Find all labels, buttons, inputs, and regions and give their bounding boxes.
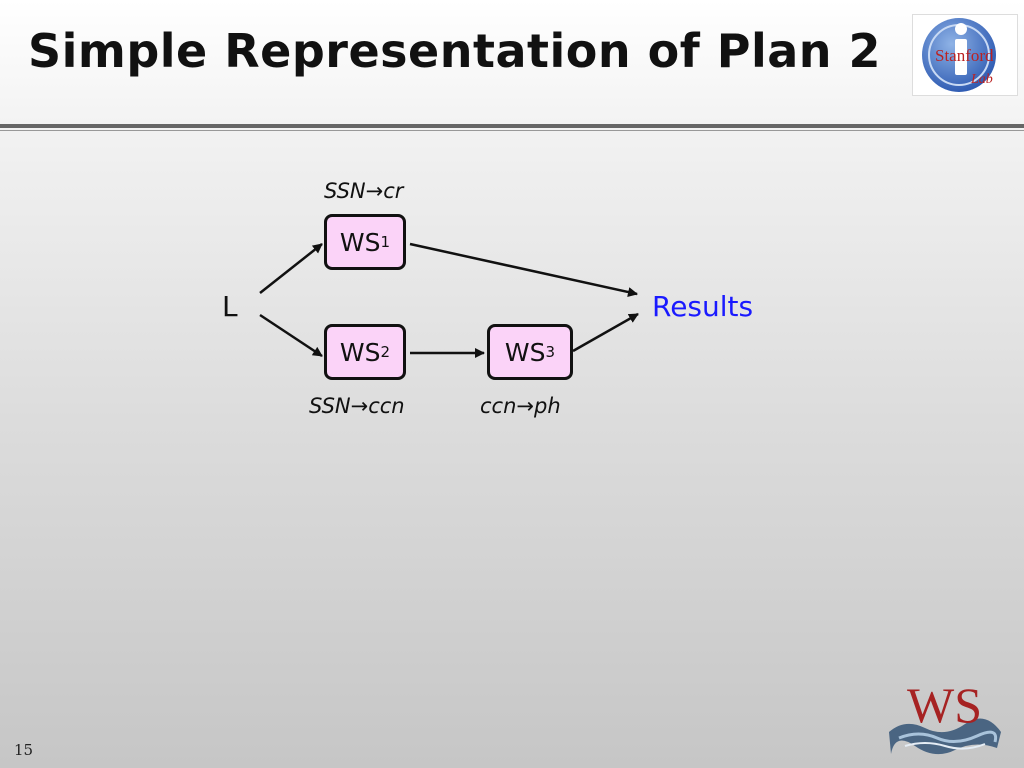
edge-WS3-Results xyxy=(572,312,639,353)
stanford-logo-icon: Stanford Lab xyxy=(922,18,996,92)
source-node-L: L xyxy=(222,290,238,323)
ws1-subscript: 1 xyxy=(380,233,391,251)
ws3-dependency-label: ccn→ph xyxy=(480,394,561,418)
ws3-subscript: 3 xyxy=(545,343,556,361)
ws3-base: WS xyxy=(504,337,546,367)
ws2-subscript: 2 xyxy=(380,343,391,361)
edge-L-WS2 xyxy=(259,313,323,358)
ws1-base: WS xyxy=(339,227,381,257)
svg-text:Lab: Lab xyxy=(970,72,993,87)
ws-logo: WS xyxy=(885,674,1005,760)
ws1-dependency-label: SSN→cr xyxy=(324,179,404,203)
edge-WS1-Results xyxy=(409,242,638,297)
svg-text:WS: WS xyxy=(907,677,982,733)
stanford-infolab-logo: Stanford Lab xyxy=(912,14,1018,96)
title-divider-thin xyxy=(0,130,1024,131)
edge-L-WS1 xyxy=(259,243,323,294)
ws-globe-icon: WS xyxy=(889,677,1001,755)
title-divider xyxy=(0,124,1024,128)
ws2-base: WS xyxy=(339,337,381,367)
svg-text:Stanford: Stanford xyxy=(935,46,994,65)
slide-title: Simple Representation of Plan 2 xyxy=(28,24,882,78)
results-node: Results xyxy=(652,290,754,323)
page-number: 15 xyxy=(14,741,34,759)
ws2-dependency-label: SSN→ccn xyxy=(309,394,405,418)
